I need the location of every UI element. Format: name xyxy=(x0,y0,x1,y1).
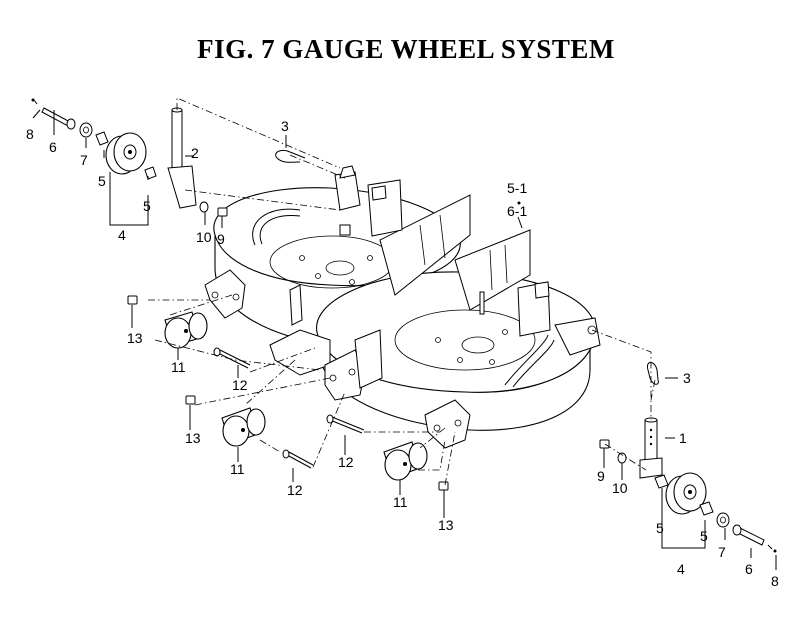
callout-4-right: 4 xyxy=(677,561,685,577)
mower-deck xyxy=(204,165,601,449)
callout-5-left-a: 5 xyxy=(98,173,106,189)
roller-11-middle xyxy=(221,407,266,447)
callout-9-left: 9 xyxy=(217,231,225,247)
callout-4-left: 4 xyxy=(118,227,126,243)
callout-6-1: 6-1 xyxy=(507,203,527,219)
callout-12-upper: 12 xyxy=(232,377,248,393)
callout-7-right: 7 xyxy=(718,544,726,560)
locknuts-13 xyxy=(127,295,449,491)
hair-pin-3-upper xyxy=(275,149,306,163)
figure-title: FIG. 7 GAUGE WHEEL SYSTEM xyxy=(197,34,615,64)
callout-dot xyxy=(517,201,521,205)
roller-11-right xyxy=(383,441,428,481)
callout-3-lower: 3 xyxy=(683,370,691,386)
callout-9-right: 9 xyxy=(597,468,605,484)
roller-bolts-12 xyxy=(213,347,365,469)
callout-8-left: 8 xyxy=(26,126,34,142)
hair-pin-3-lower xyxy=(646,362,659,385)
callout-6-left: 6 xyxy=(49,139,57,155)
callout-13-upper: 13 xyxy=(127,330,143,346)
callout-11-upper: 11 xyxy=(171,359,186,375)
callout-13-middle: 13 xyxy=(185,430,201,446)
callout-6-right: 6 xyxy=(745,561,753,577)
callout-7-left: 7 xyxy=(80,152,88,168)
callout-13-lower: 13 xyxy=(438,517,454,533)
gauge-wheel-assembly-left xyxy=(31,98,228,217)
callout-10-left: 10 xyxy=(196,229,212,245)
callout-1: 1 xyxy=(679,430,687,446)
callout-12-middle: 12 xyxy=(338,454,354,470)
callout-11-middle: 11 xyxy=(230,461,245,477)
assembly-lines xyxy=(148,97,656,486)
callout-8-right: 8 xyxy=(771,573,779,589)
callout-2: 2 xyxy=(191,145,199,161)
leader-lines xyxy=(32,109,777,570)
callout-10-right: 10 xyxy=(612,480,628,496)
callout-12-lower: 12 xyxy=(287,482,303,498)
callout-labels: 2 3 8 6 7 5 5 4 10 9 5-1 6-1 13 11 12 3 … xyxy=(26,118,779,589)
callout-11-right: 11 xyxy=(393,494,408,510)
callout-5-left-b: 5 xyxy=(143,198,151,214)
callout-5-right-b: 5 xyxy=(700,528,708,544)
callout-5-1: 5-1 xyxy=(507,180,527,196)
callout-3-upper: 3 xyxy=(281,118,289,134)
callout-5-right-a: 5 xyxy=(656,520,664,536)
roller-11-upper-left xyxy=(164,311,208,349)
